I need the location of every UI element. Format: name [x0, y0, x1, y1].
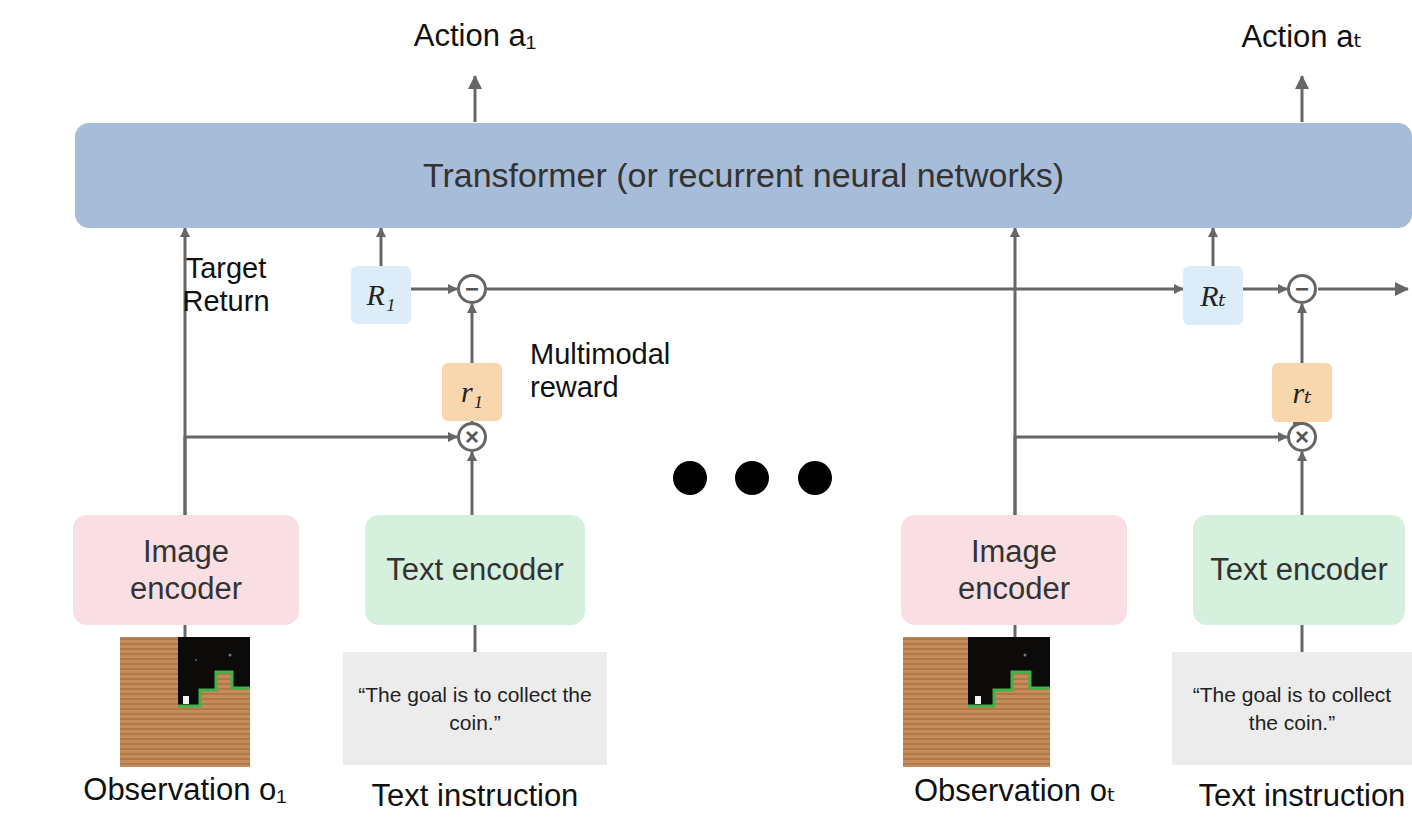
- node-text: Text encoder: [386, 551, 564, 588]
- label-text: Observation o₁: [83, 772, 286, 807]
- connector-arrow: [487, 288, 1183, 291]
- label-text: Action aₜ: [1241, 19, 1362, 54]
- encoder-box: Image encoder: [901, 515, 1127, 625]
- node-text: Text encoder: [1210, 551, 1388, 588]
- node-text: −: [465, 277, 479, 301]
- connector-arrow: [1301, 304, 1304, 363]
- input-label: Text instruction: [372, 778, 579, 814]
- observation-image: [120, 637, 250, 767]
- annotation: Multimodal reward: [530, 338, 730, 405]
- multiply-operator: ×: [1287, 422, 1317, 452]
- input-label: Observation oₜ: [914, 772, 1116, 809]
- input-label: Observation o₁: [83, 772, 286, 808]
- instruction-box: “The goal is to collect the coin.”: [1172, 652, 1412, 765]
- connector-arrow: [1301, 452, 1304, 515]
- label-text: Observation oₜ: [914, 773, 1116, 808]
- encoder-box: Text encoder: [1193, 515, 1405, 625]
- label-text: Multimodal reward: [530, 338, 670, 403]
- annotation: Target Return: [166, 252, 286, 319]
- node-text: Image encoder: [83, 533, 289, 607]
- input-label: Text instruction: [1199, 778, 1406, 814]
- model-band: Transformer (or recurrent neural network…: [75, 123, 1412, 228]
- reward-box: r₁: [442, 363, 502, 421]
- node-text: −: [1295, 277, 1309, 301]
- subtract-operator: −: [1287, 274, 1317, 304]
- connector-arrow: [1212, 228, 1215, 266]
- connector-arrow: [471, 304, 474, 363]
- subtract-operator: −: [457, 274, 487, 304]
- label-text: Text instruction: [372, 778, 579, 813]
- node-text: Rₜ: [1200, 278, 1226, 313]
- connector-arrow: [471, 452, 474, 515]
- node-text: R₁: [367, 278, 396, 312]
- connector-arrow: [1015, 437, 1287, 515]
- connector-arrow: [1243, 288, 1287, 291]
- target-return-box: R₁: [351, 266, 411, 324]
- instruction-box: “The goal is to collect the coin.”: [343, 652, 607, 765]
- connector-arrow: [1301, 625, 1304, 652]
- node-text: rₜ: [1292, 375, 1311, 410]
- node-text: “The goal is to collect the coin.”: [357, 681, 593, 736]
- connector-arrow: [380, 228, 383, 266]
- label-text: Action a₁: [414, 18, 536, 53]
- node-text: Transformer (or recurrent neural network…: [423, 156, 1064, 195]
- reward-box: rₜ: [1272, 363, 1332, 422]
- connector-arrow: [185, 437, 457, 515]
- label-text: Target Return: [182, 252, 269, 317]
- connector-arrow: [411, 288, 457, 291]
- connector-arrow: [474, 625, 477, 652]
- node-text: r₁: [461, 375, 483, 409]
- ellipsis-dots: [673, 461, 832, 495]
- node-text: ×: [465, 425, 479, 449]
- target-return-box: Rₜ: [1183, 266, 1243, 325]
- node-text: ×: [1295, 425, 1309, 449]
- output-label: Action a₁: [414, 18, 536, 54]
- encoder-box: Text encoder: [365, 515, 585, 625]
- multiply-operator: ×: [457, 422, 487, 452]
- node-text: “The goal is to collect the coin.”: [1186, 681, 1398, 736]
- encoder-box: Image encoder: [73, 515, 299, 625]
- label-text: Text instruction: [1199, 778, 1406, 813]
- observation-image: [903, 637, 1050, 767]
- output-label: Action aₜ: [1241, 18, 1362, 55]
- node-text: Image encoder: [911, 533, 1117, 607]
